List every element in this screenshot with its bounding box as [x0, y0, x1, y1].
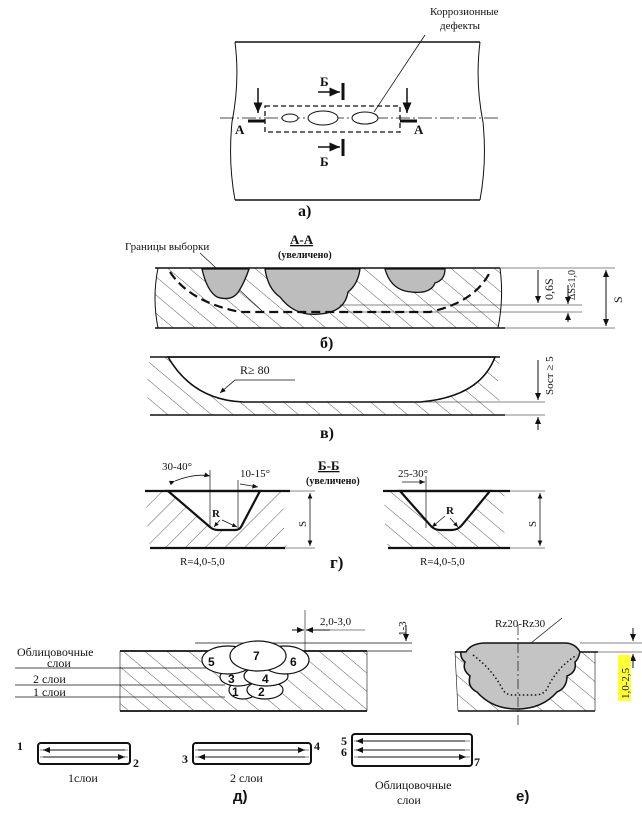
- section-marker-a-right: А: [414, 122, 424, 137]
- defect: [281, 113, 299, 123]
- bead-number: 6: [290, 655, 297, 669]
- sequence-caption: 1слои: [68, 771, 98, 785]
- defect: [351, 111, 379, 125]
- dim-s: S: [527, 521, 539, 527]
- section-marker-b-bottom: Б: [320, 154, 329, 169]
- layer-label-2: 2 слои: [33, 672, 66, 686]
- radius-label: R: [446, 505, 455, 517]
- bead-number: 5: [208, 655, 215, 669]
- dim-s: S: [611, 296, 625, 303]
- section-title: Б-Б: [318, 458, 340, 473]
- sequence-start: 6: [341, 745, 347, 759]
- section-marker-a-left: А: [235, 122, 245, 137]
- panel-e-weld-surface: Rz20-Rz30 1,0-2,5 е): [454, 617, 642, 805]
- section-subtitle: (увеличено): [306, 476, 360, 487]
- angle-label: 30-40°: [162, 461, 192, 473]
- sequence-facing-layers: 5 6 7 Облицовочные слои: [341, 733, 480, 807]
- panel-b-section-a-a: А-А (увеличено) Границы выборки 0,6S ΔS≤…: [125, 232, 625, 352]
- v-groove-right: [397, 489, 493, 532]
- angle-label: 25-30°: [398, 468, 428, 480]
- layer-label-1: 1 слои: [33, 685, 66, 699]
- radius-note: R=4,0-5,0: [180, 556, 225, 568]
- bead-number: 7: [253, 649, 260, 663]
- dim-s-ost: Sост ≥ 5: [544, 356, 556, 395]
- roughness-label: Rz20-Rz30: [495, 618, 546, 630]
- sequence-start: 1: [17, 739, 23, 753]
- caption-v: в): [320, 425, 334, 442]
- corrosion-defect: [384, 268, 446, 294]
- radius-note: R=4,0-5,0: [420, 556, 465, 568]
- radius-label: R≥ 80: [240, 363, 270, 377]
- weld-deposit: [460, 642, 581, 710]
- caption-e: е): [516, 788, 529, 805]
- sample-bowl: [166, 356, 497, 403]
- defects-label: дефекты: [440, 20, 481, 32]
- caption-d: д): [233, 788, 248, 805]
- dim-highlight: [618, 655, 631, 701]
- sequence-end: 2: [133, 756, 139, 770]
- bead-number: 1: [232, 685, 239, 699]
- bead-number: 2: [258, 685, 265, 699]
- defect-zone-frame: [264, 105, 401, 133]
- panel-v-sampled-section: R≥ 80 Sост ≥ 5 в): [147, 356, 556, 442]
- caption-b: б): [320, 335, 333, 352]
- boundary-label: Границы выборки: [125, 241, 209, 253]
- angle-label: 10-15°: [240, 468, 270, 480]
- dim-height: 1-3: [397, 621, 409, 636]
- sequence-start: 3: [182, 752, 188, 766]
- panel-d-weld-layers: 1 2 3 4 5 6 7 Облицовочные слои 2 слои 1…: [15, 610, 480, 807]
- sampling-boundary: [169, 271, 491, 314]
- panel-g-section-b-b: Б-Б (увеличено) 30-40° 10-15° R S R=4,0-…: [145, 458, 545, 572]
- dim-s: S: [297, 521, 309, 527]
- corrosion-defect: [201, 268, 250, 300]
- weld-beads: [201, 640, 310, 700]
- section-subtitle: (увеличено): [278, 250, 332, 261]
- layer-label-facing: слои: [47, 656, 71, 670]
- bead-number: 4: [262, 672, 269, 686]
- layer-label-facing: Облицовочные: [17, 645, 93, 659]
- groove-outline: [472, 654, 578, 696]
- panel-a-pipe-top-view: Коррозионные дефекты А А Б Б а): [220, 6, 500, 220]
- sequence-caption: слои: [397, 793, 421, 807]
- dim-offset: 2,0-3,0: [320, 616, 352, 628]
- section-title: А-А: [290, 232, 314, 247]
- sequence-layer-2: 3 4 2 слои: [182, 739, 320, 785]
- section-marker-b-top: Б: [320, 74, 329, 89]
- sequence-layer-1: 1 2 1слои: [17, 739, 139, 785]
- dim-0-6s: 0,6S: [542, 278, 556, 300]
- defect: [307, 110, 339, 126]
- v-groove-left: [165, 489, 262, 532]
- sequence-end: 7: [474, 755, 480, 769]
- dim-delta-s: ΔS≤1,0: [567, 270, 578, 300]
- sequence-end: 4: [314, 739, 320, 753]
- sequence-start: 5: [341, 734, 347, 748]
- sequence-caption: 2 слои: [230, 771, 263, 785]
- sequence-caption: Облицовочные: [375, 778, 451, 792]
- bead-number: 3: [228, 672, 235, 686]
- defects-label: Коррозионные: [430, 6, 499, 18]
- corrosion-defect: [264, 268, 361, 316]
- dim-height: 1,0-2,5: [620, 667, 632, 699]
- radius-label: R: [212, 508, 221, 520]
- caption-a: а): [298, 203, 311, 220]
- caption-g: г): [330, 553, 343, 572]
